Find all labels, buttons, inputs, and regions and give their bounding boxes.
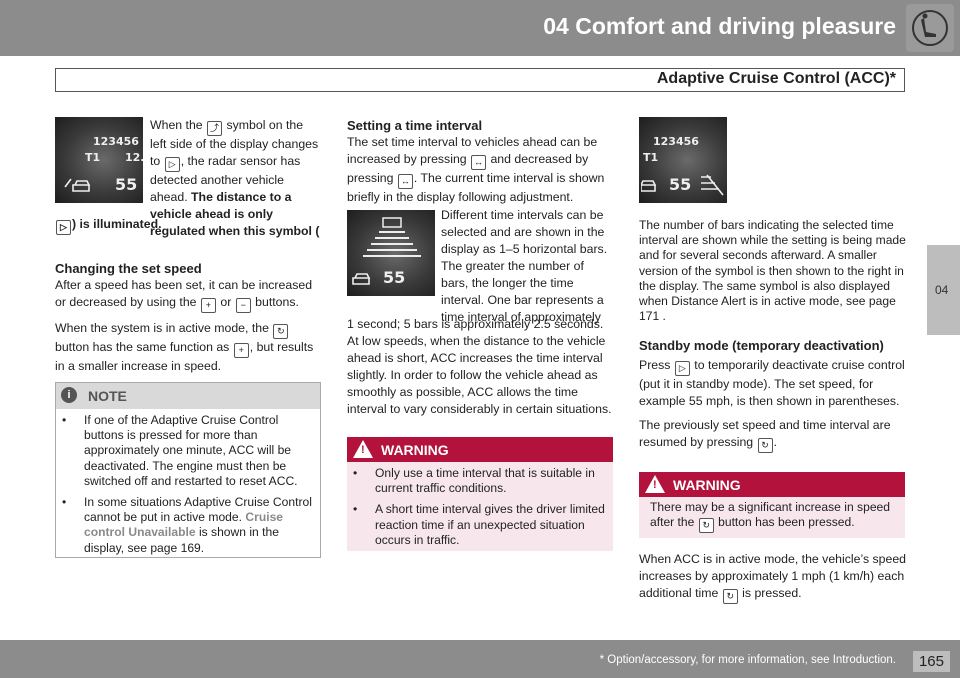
note-list: If one of the Adaptive Cruise Control bu… (56, 413, 314, 562)
warning-label: WARNING (381, 442, 449, 458)
display-speed: 55 (383, 268, 406, 287)
intro-paragraph-cont: ▷) is illuminated. (55, 216, 320, 235)
page-footer: * Option/accessory, for more information… (0, 640, 960, 678)
heading-standby: Standby mode (temporary deactivation) (639, 338, 884, 353)
time-interval-small-icon (699, 173, 725, 202)
body-text: 1 second; 5 bars is approximately 2.5 se… (347, 317, 612, 416)
body-text: is pressed. (742, 586, 802, 600)
section-title-bar: Adaptive Cruise Control (ACC)* (55, 68, 905, 92)
chapter-header: 04 Comfort and driving pleasure (0, 0, 960, 56)
resume-icon: ↻ (722, 589, 738, 604)
warning-body: There may be a significant increase in s… (650, 500, 890, 530)
note-header: i NOTE (56, 383, 320, 409)
display-trip: T1 (643, 151, 659, 164)
display-message: Cruise control Unavailable (84, 510, 284, 540)
intro-paragraph: When the ⤴ symbol on the left side of th… (150, 117, 322, 240)
display-trip-value: 12. (125, 151, 143, 164)
intro-text: When the (150, 118, 203, 132)
warning-box: ! WARNING There may be a significant inc… (639, 472, 905, 538)
body-text: The set time interval to vehicles ahead … (347, 135, 598, 166)
car-radar-icon: ▷ (56, 220, 71, 235)
page-number: 165 (912, 651, 950, 672)
time-bars-icon (357, 216, 427, 271)
set-speed-section: Changing the set speed After a speed has… (55, 260, 322, 375)
body-text: , but results in a smaller increase in s… (55, 340, 314, 373)
list-item: Only use a time interval that is suitabl… (347, 466, 605, 496)
warning-label: WARNING (673, 477, 741, 493)
active-mode-paragraph: When ACC is in active mode, the vehicle’… (639, 551, 907, 604)
list-item-text: In some situations Adaptive Cruise Contr… (84, 495, 312, 525)
warning-text: There may be a significant increase in s… (650, 500, 900, 534)
body-text: The previously set speed and time interv… (639, 418, 891, 449)
display-odometer: 123456 (653, 135, 699, 148)
display-speed: 55 (669, 175, 692, 194)
intro-bold-text: The distance to a vehicle ahead is only … (150, 190, 320, 238)
resume-icon: ↻ (698, 518, 714, 534)
body-text: . The current time interval is shown bri… (347, 171, 605, 204)
car-symbol-icon (63, 175, 103, 200)
resume-icon: ↻ (757, 438, 773, 453)
list-item-text: is shown in the display, see page 169. (84, 525, 279, 555)
minus-icon: − (235, 298, 251, 313)
resume-icon: ↻ (273, 324, 289, 339)
warning-box: ! WARNING Only use a time interval that … (347, 437, 613, 551)
warning-triangle-icon: ! (645, 475, 665, 493)
seat-icon (906, 4, 954, 52)
plus-icon: + (233, 343, 249, 358)
body-text: and decreased by pressing (347, 152, 589, 185)
footnote: * Option/accessory, for more information… (599, 654, 896, 666)
display-image-standby: 123456 T1 55 (639, 117, 727, 203)
body-text: to temporarily deactivate cruise control… (639, 358, 905, 408)
plus-icon: + (200, 298, 216, 313)
display-image-time-bars: 55 (347, 210, 435, 296)
info-icon: i (61, 387, 77, 403)
warning-triangle-icon: ! (353, 440, 373, 458)
body-text: The number of bars indicating the select… (639, 218, 906, 324)
display-trip: T1 (85, 151, 101, 164)
body-text: When ACC is in active mode, the vehicle’… (639, 552, 907, 600)
warning-list: Only use a time interval that is suitabl… (347, 466, 605, 554)
chapter-title: 04 Comfort and driving pleasure (543, 13, 896, 39)
section-title: Adaptive Cruise Control (ACC)* (656, 70, 896, 87)
body-text: When the system is in active mode, the (55, 321, 269, 335)
increase-distance-icon: ↔ (471, 155, 487, 170)
car-radar-icon: ▷ (674, 361, 690, 376)
car-radar-icon: ▷ (164, 157, 180, 172)
warning-body: button has been pressed. (718, 515, 855, 530)
chapter-tab: 04 (927, 245, 960, 335)
body-text: or (220, 295, 232, 309)
time-interval-section: Setting a time interval The set time int… (347, 117, 613, 206)
display-speed: 55 (115, 175, 138, 194)
car-symbol-icon (351, 268, 377, 293)
intro-text: symbol on the left side of the display c… (150, 118, 319, 168)
chapter-tab-label: 04 (935, 283, 949, 297)
warning-header: ! WARNING (639, 472, 905, 497)
warning-header: ! WARNING (347, 437, 613, 462)
note-box: i NOTE If one of the Adaptive Cruise Con… (55, 382, 321, 558)
body-text: Different time intervals can be selected… (441, 208, 608, 324)
intro-text: , the radar sensor has detected another … (150, 154, 301, 204)
body-text: After a speed has been set, it can be in… (55, 278, 313, 309)
decrease-distance-icon: ↔ (397, 174, 413, 189)
heading-set-speed: Changing the set speed (55, 261, 202, 276)
radar-symbol-icon: ⤴ (207, 121, 223, 136)
display-image-distance-symbol: 123456 T1 12. 55 (55, 117, 143, 203)
body-text: button has the same function as (55, 340, 230, 354)
car-symbol-icon (639, 175, 663, 200)
time-interval-paragraph-cont: 1 second; 5 bars is approximately 2.5 se… (347, 316, 613, 418)
heading-time-interval: Setting a time interval (347, 118, 483, 133)
standby-section: Standby mode (temporary deactivation) Pr… (639, 337, 907, 453)
body-text: buttons. (255, 295, 299, 309)
bars-paragraph: The number of bars indicating the select… (639, 218, 907, 324)
display-odometer: 123456 (93, 135, 139, 148)
list-item: If one of the Adaptive Cruise Control bu… (56, 413, 314, 489)
intro-bold-text: ) is illuminated. (72, 217, 162, 231)
list-item: In some situations Adaptive Cruise Contr… (56, 495, 314, 556)
note-label: NOTE (88, 388, 127, 404)
time-interval-paragraph: Different time intervals can be selected… (441, 207, 614, 326)
body-text: . (773, 435, 777, 449)
list-item: A short time interval gives the driver l… (347, 502, 605, 548)
body-text: Press (639, 358, 671, 372)
